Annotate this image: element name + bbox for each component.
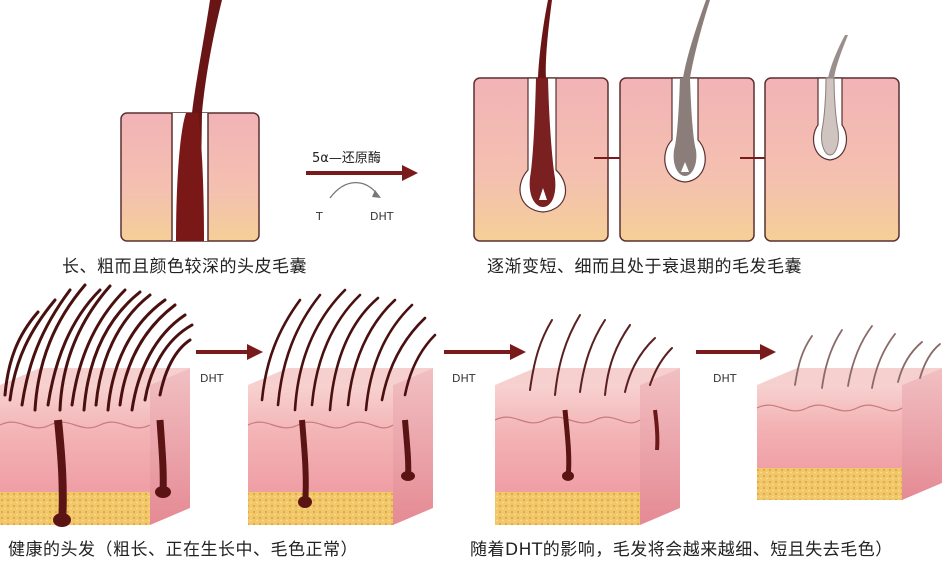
caption-healthy-hair: 健康的头发（粗长、正在生长中、毛色正常） <box>8 540 358 560</box>
testosterone-label: T <box>316 210 323 223</box>
skin-block-stage-4 <box>756 325 942 500</box>
dht-arrow-2 <box>444 344 526 360</box>
enzyme-label: 5α—还原酶 <box>312 151 381 166</box>
dht-arrow-label-2: DHT <box>452 372 476 385</box>
dht-arrow-3 <box>696 344 776 360</box>
healthy-follicle-panel <box>120 0 260 242</box>
enzyme-arrow <box>306 165 418 199</box>
skin-block-stage-3 <box>494 314 680 525</box>
caption-dht-effect: 随着DHT的影响，毛发将会越来越细、短且失去毛色） <box>470 540 893 560</box>
dht-arrow-label-3: DHT <box>713 372 737 385</box>
caption-shrinking-follicle: 逐渐变短、细而且处于衰退期的毛发毛囊 <box>487 257 802 277</box>
miniaturizing-follicles-panel <box>473 0 900 242</box>
caption-healthy-follicle: 长、粗而且颜色较深的头皮毛囊 <box>62 257 307 277</box>
dht-arrow-label-1: DHT <box>200 372 224 385</box>
skin-block-stage-2 <box>247 288 437 525</box>
skin-block-healthy <box>0 283 194 527</box>
dht-label-top: DHT <box>370 210 394 223</box>
dht-arrow-1 <box>196 344 263 360</box>
